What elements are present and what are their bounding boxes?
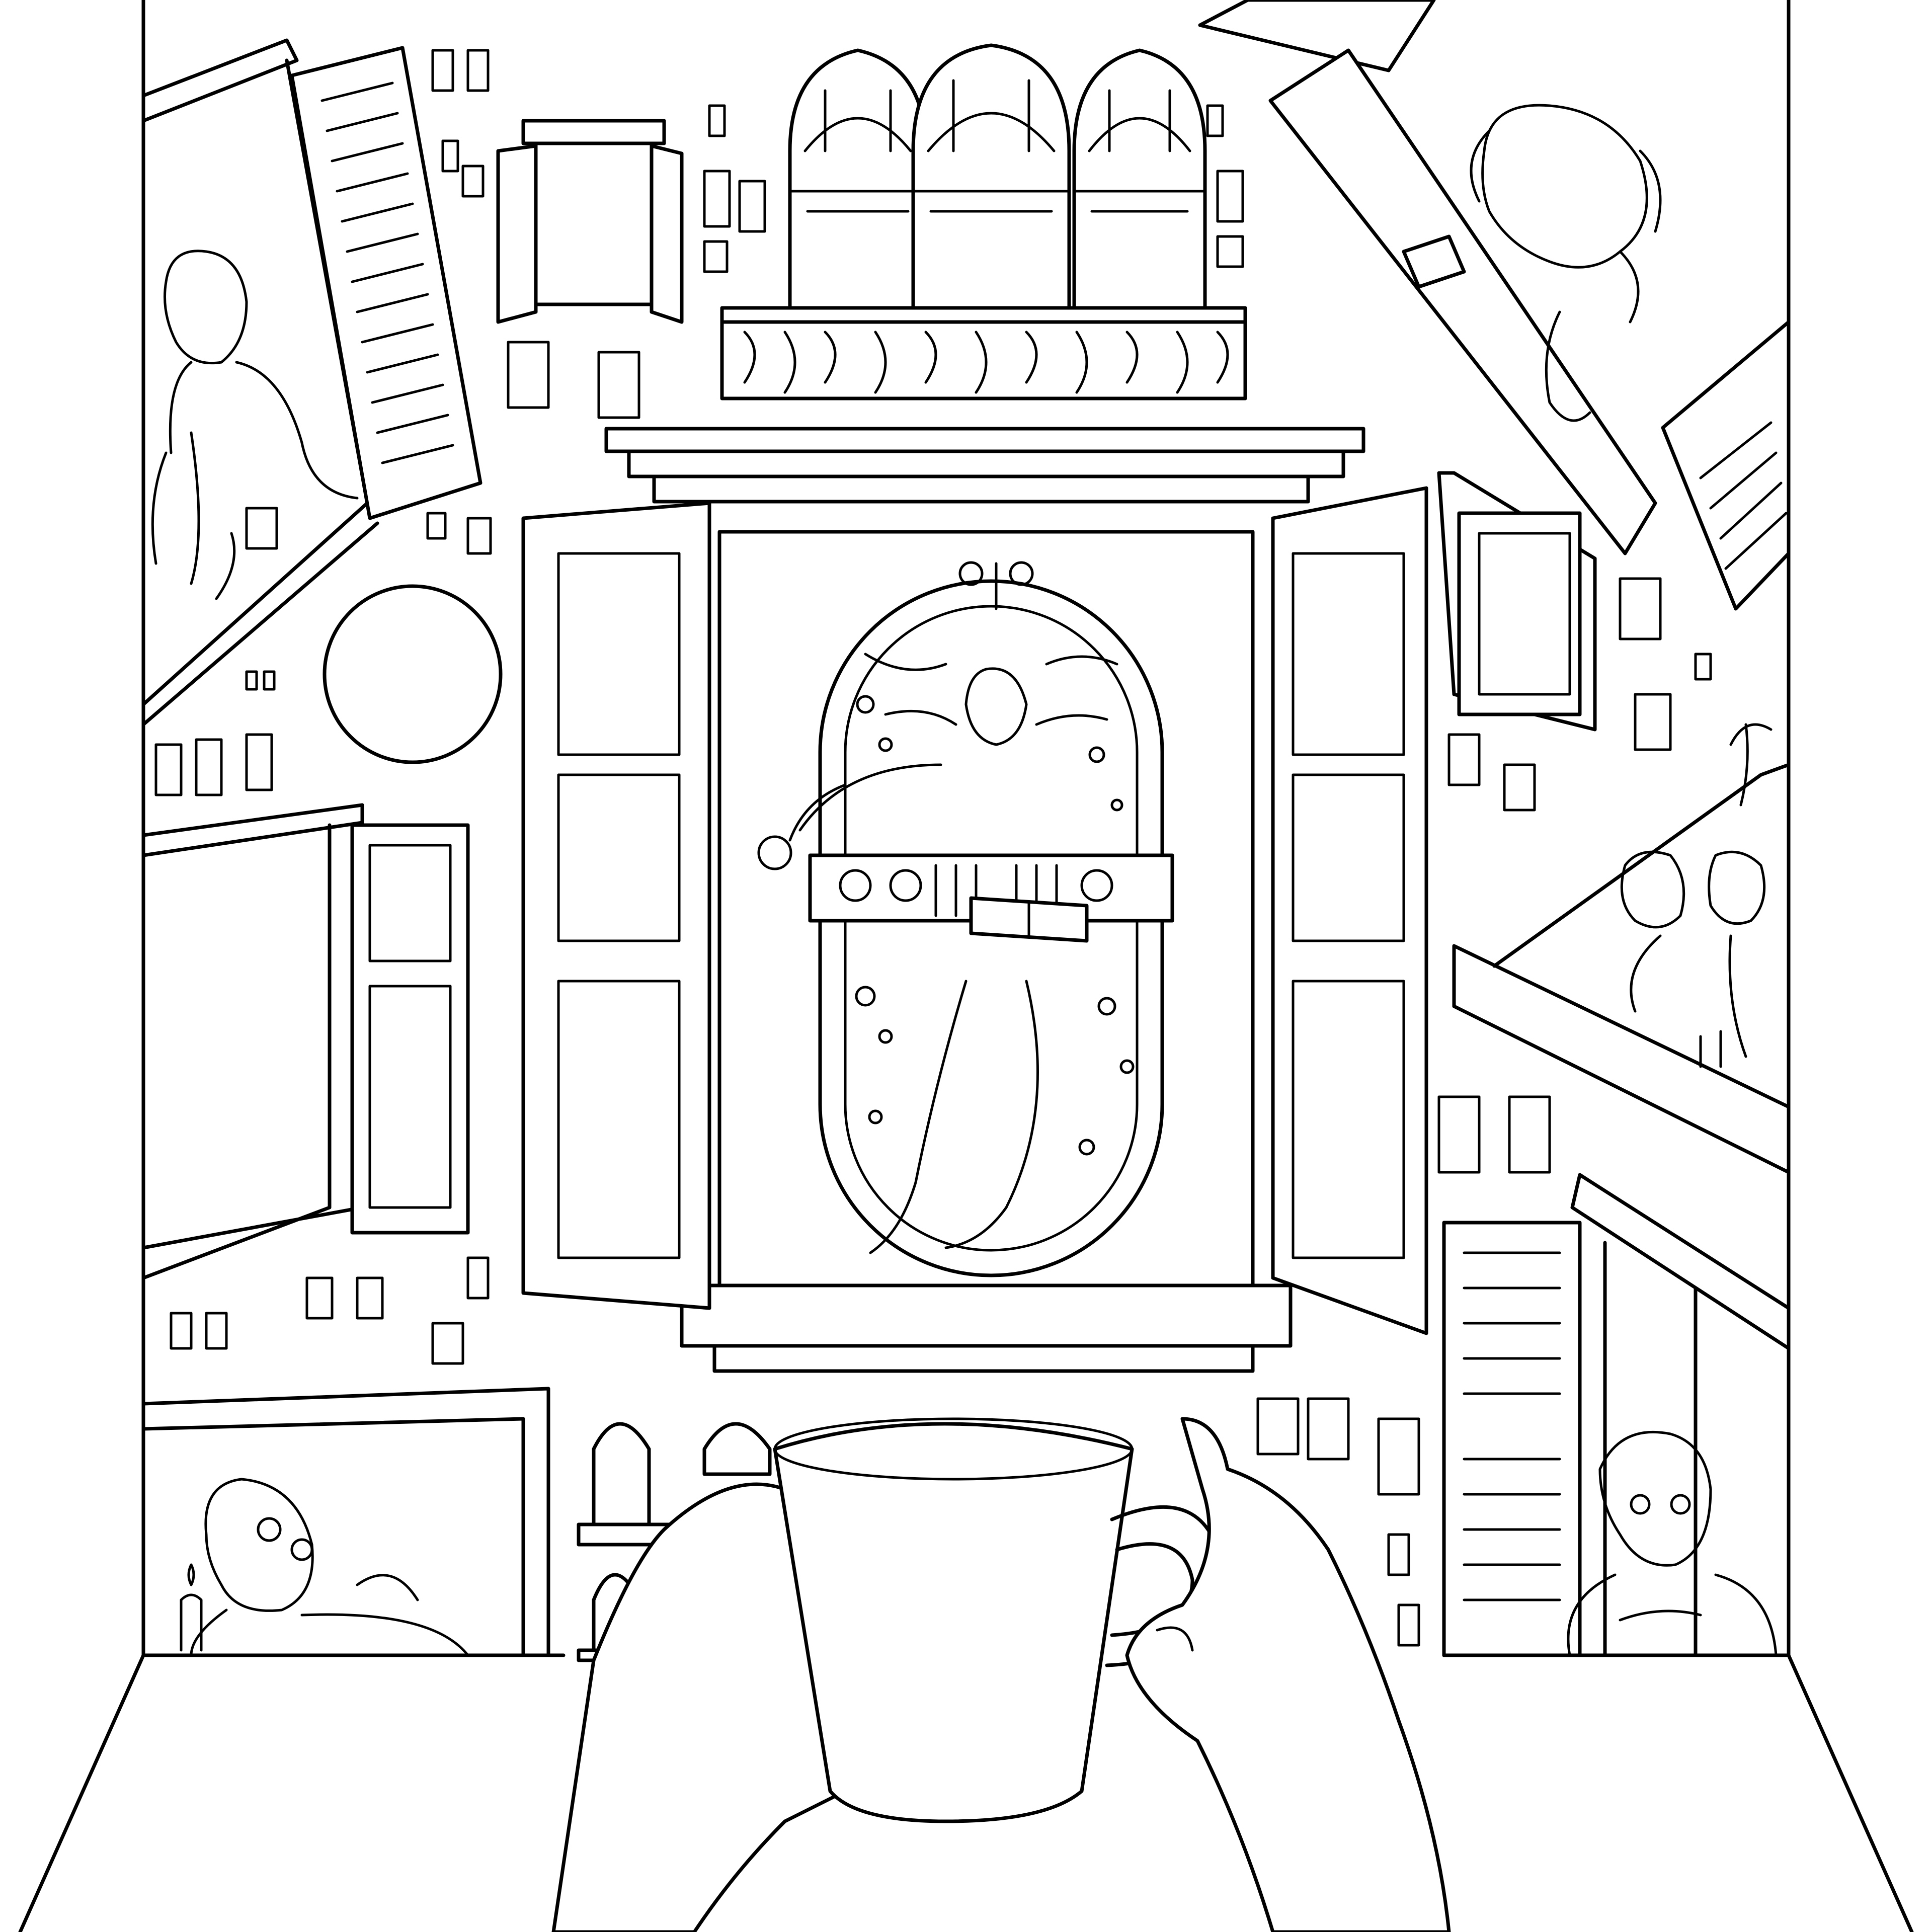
wrought-iron-railing: [604, 306, 1365, 504]
right-balcony: [1452, 763, 1791, 1174]
lower-left-window: [141, 1387, 550, 1657]
curly-haired-woman: [1470, 104, 1662, 422]
open-book-icon: [969, 896, 1089, 943]
right-wall-frames: [1256, 577, 1712, 1647]
whiskey-glass: [245, 507, 278, 550]
small-window-with-shutters: [496, 119, 684, 324]
left-middle-window: [141, 803, 470, 1280]
round-mirror: [323, 584, 503, 764]
right-frame-window: [1437, 471, 1597, 732]
left-shutter-central: [521, 501, 711, 1310]
gothic-balcony-windows: [788, 43, 1207, 384]
right-upper-shutter: [1661, 320, 1791, 611]
balcony-candle: [1699, 1030, 1722, 1068]
lower-right-ledge: [1570, 1173, 1791, 1350]
smartphone: [1402, 234, 1466, 289]
lower-right-window: [1603, 1241, 1791, 1657]
lower-right-shutter: [1442, 1221, 1582, 1657]
right-hand: [1125, 1417, 1451, 1932]
candle-icon: [180, 1563, 203, 1652]
bath-bubbles: [855, 695, 1135, 1156]
seated-girl: [1567, 1430, 1778, 1657]
bald-man: [190, 1478, 469, 1657]
balcony-couple: [1620, 723, 1773, 1058]
upper-left-shutter: [290, 46, 482, 520]
coffee-mug-icon: [773, 1417, 1225, 1823]
right-shutter-central: [1271, 486, 1428, 1335]
courtyard-walls: [18, 0, 1914, 1932]
bearded-man: [151, 250, 359, 600]
woman-in-bath: [757, 653, 1118, 1254]
upper-right-ledge: [1268, 48, 1657, 555]
wall-frames: [154, 49, 1244, 1365]
upper-right-shutter-top: [1198, 0, 1436, 72]
